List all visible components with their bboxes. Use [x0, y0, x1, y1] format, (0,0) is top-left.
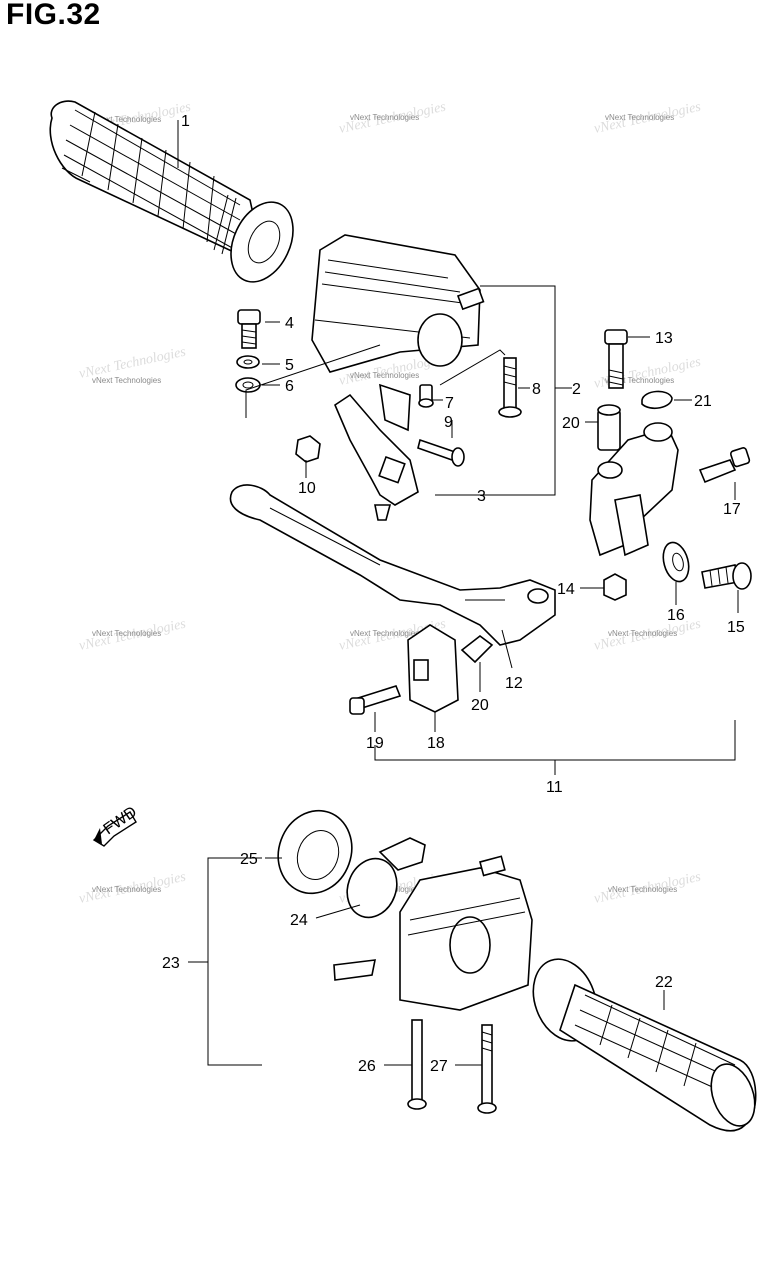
callout-3: 3	[477, 488, 486, 505]
callout-13: 13	[655, 330, 673, 347]
throttle-cable-ring-24-part	[346, 837, 426, 919]
callout-14: 14	[557, 581, 575, 598]
callout-8: 8	[532, 381, 541, 398]
switch-housing-upper-part	[311, 234, 485, 373]
callout-7: 7	[445, 395, 454, 412]
callout-15: 15	[727, 619, 745, 636]
callout-6: 6	[285, 378, 294, 395]
leader-lines	[177, 120, 739, 1066]
callout-1: 1	[181, 113, 190, 130]
grip-right-part	[532, 958, 757, 1132]
throttle-seal-25-part	[277, 809, 353, 895]
callout-18: 18	[427, 735, 445, 752]
screw-8-part	[498, 357, 522, 418]
svg-text:vNext Technologies: vNext Technologies	[92, 885, 161, 894]
switch-housing-lower-part	[333, 855, 533, 1011]
bolt-19-part	[349, 685, 402, 715]
callout-20b: 20	[471, 697, 489, 714]
bolt-4-part	[237, 309, 261, 349]
callout-9: 9	[444, 414, 453, 431]
svg-text:vNext Technologies: vNext Technologies	[350, 371, 419, 380]
collar-20-part	[597, 404, 621, 451]
nut-10-part	[295, 435, 321, 463]
callout-2: 2	[572, 381, 581, 398]
figure-title: FIG.32	[6, 0, 101, 31]
screw-7-part	[418, 384, 434, 408]
svg-text:vNext Technologies: vNext Technologies	[605, 376, 674, 385]
svg-text:vNext Technologies: vNext Technologies	[350, 113, 419, 122]
callout-21: 21	[694, 393, 712, 410]
adjuster-15-part	[701, 562, 752, 590]
washer-6-part	[235, 377, 261, 393]
callout-17: 17	[723, 501, 741, 518]
callout-labels: 1 2 3 4 5 6 7 8 9 10 11 12 13 14 15 16 1…	[162, 113, 745, 1075]
callout-25: 25	[240, 851, 258, 868]
callout-26: 26	[358, 1058, 376, 1075]
svg-text:vNext Technologies: vNext Technologies	[92, 629, 161, 638]
callout-12: 12	[505, 675, 523, 692]
svg-text:FWD: FWD	[101, 803, 141, 838]
grip-left-part	[49, 100, 294, 283]
bolt-13-part	[604, 329, 628, 389]
svg-text:vNext Technologies: vNext Technologies	[608, 885, 677, 894]
callout-16: 16	[667, 607, 685, 624]
lever-bracket-right-part	[589, 422, 679, 557]
fwd-arrow-icon: FWD	[92, 803, 141, 847]
screw-9-part	[417, 438, 465, 467]
callout-24: 24	[290, 912, 308, 929]
svg-text:vNext Technologies: vNext Technologies	[92, 115, 161, 124]
callout-20a: 20	[562, 415, 580, 432]
callout-27: 27	[430, 1058, 448, 1075]
cap-21-part	[641, 390, 673, 410]
callout-22: 22	[655, 974, 673, 991]
callout-5: 5	[285, 357, 294, 374]
callout-10: 10	[298, 480, 316, 497]
screw-26-part	[407, 1019, 427, 1110]
collar-20-lower-part	[460, 634, 494, 664]
callout-11: 11	[546, 779, 563, 796]
clutch-lever-part	[229, 484, 556, 646]
svg-text:vNext Technologies: vNext Technologies	[608, 629, 677, 638]
nut-14-part	[603, 573, 627, 601]
screw-27-part	[477, 1024, 497, 1114]
callout-23: 23	[162, 955, 180, 972]
lever-bracket-part	[334, 383, 419, 521]
svg-text:vNext Technologies: vNext Technologies	[92, 376, 161, 385]
callout-4: 4	[285, 315, 294, 332]
lock-nut-16-part	[662, 541, 690, 583]
svg-text:vNext Technologies: vNext Technologies	[350, 629, 419, 638]
holder-18-part	[407, 624, 459, 713]
callout-19: 19	[366, 735, 384, 752]
svg-text:vNext Technologies: vNext Technologies	[605, 113, 674, 122]
bolt-17-part	[698, 447, 751, 484]
washer-5-part	[236, 355, 260, 369]
